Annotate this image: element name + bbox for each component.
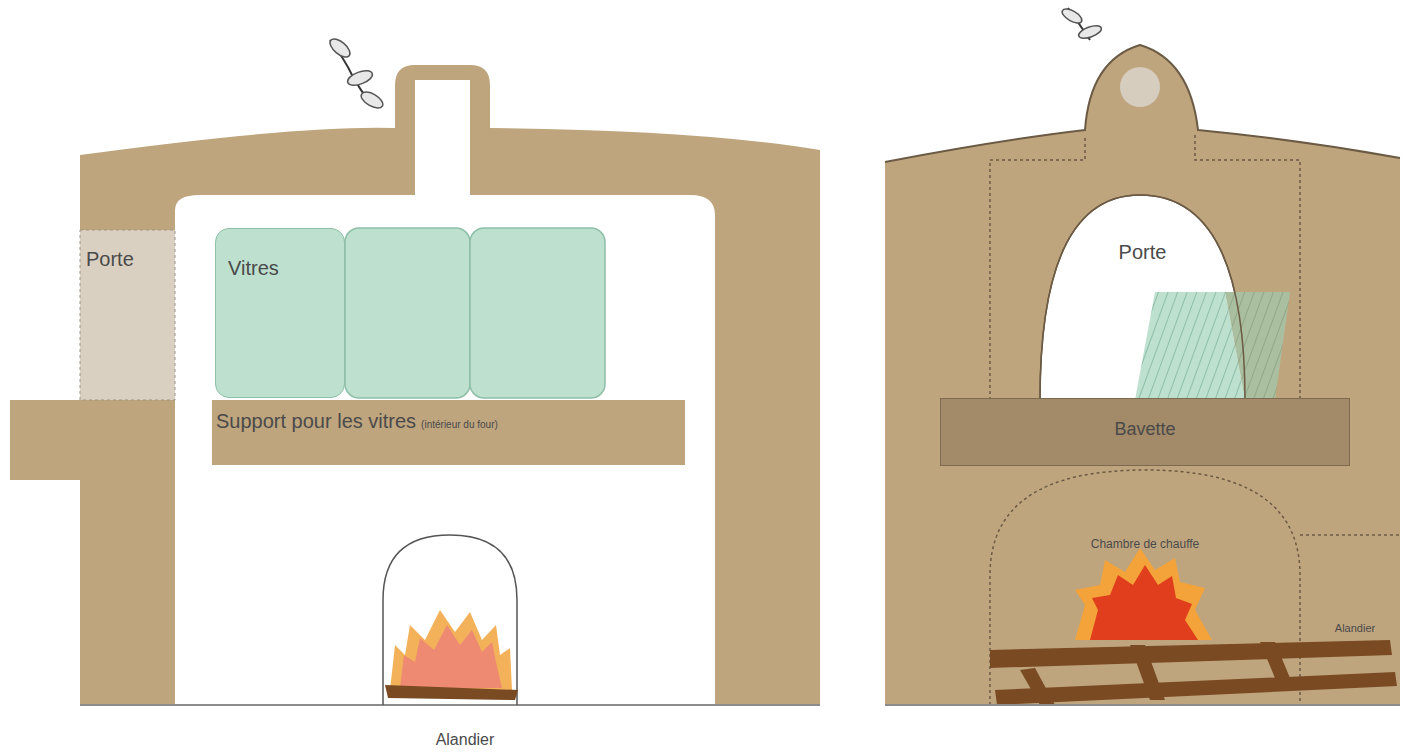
firebox-label: Alandier: [1335, 622, 1375, 635]
bavette-bar: Bavette: [940, 398, 1350, 466]
front-view: [885, 6, 1400, 705]
door-opening: Porte: [1039, 235, 1246, 285]
firebox-label: Alandier: [436, 731, 495, 749]
part-name: Vitres: [228, 257, 332, 280]
part-name: Porte: [86, 248, 171, 271]
side-section: [10, 36, 820, 705]
glass-pane: Vitres: [215, 228, 345, 398]
part-note: (intérieur du four): [421, 419, 498, 430]
part-name: Bavette: [949, 419, 1341, 440]
door-box: Porte: [80, 230, 177, 400]
glass-support: Support pour les vitres (intérieur du fou…: [212, 400, 685, 465]
part-name: Porte: [1045, 241, 1240, 264]
chamber-label: Chambre de chauffe: [1091, 538, 1200, 552]
part-name: Support pour les vitres: [216, 410, 416, 432]
